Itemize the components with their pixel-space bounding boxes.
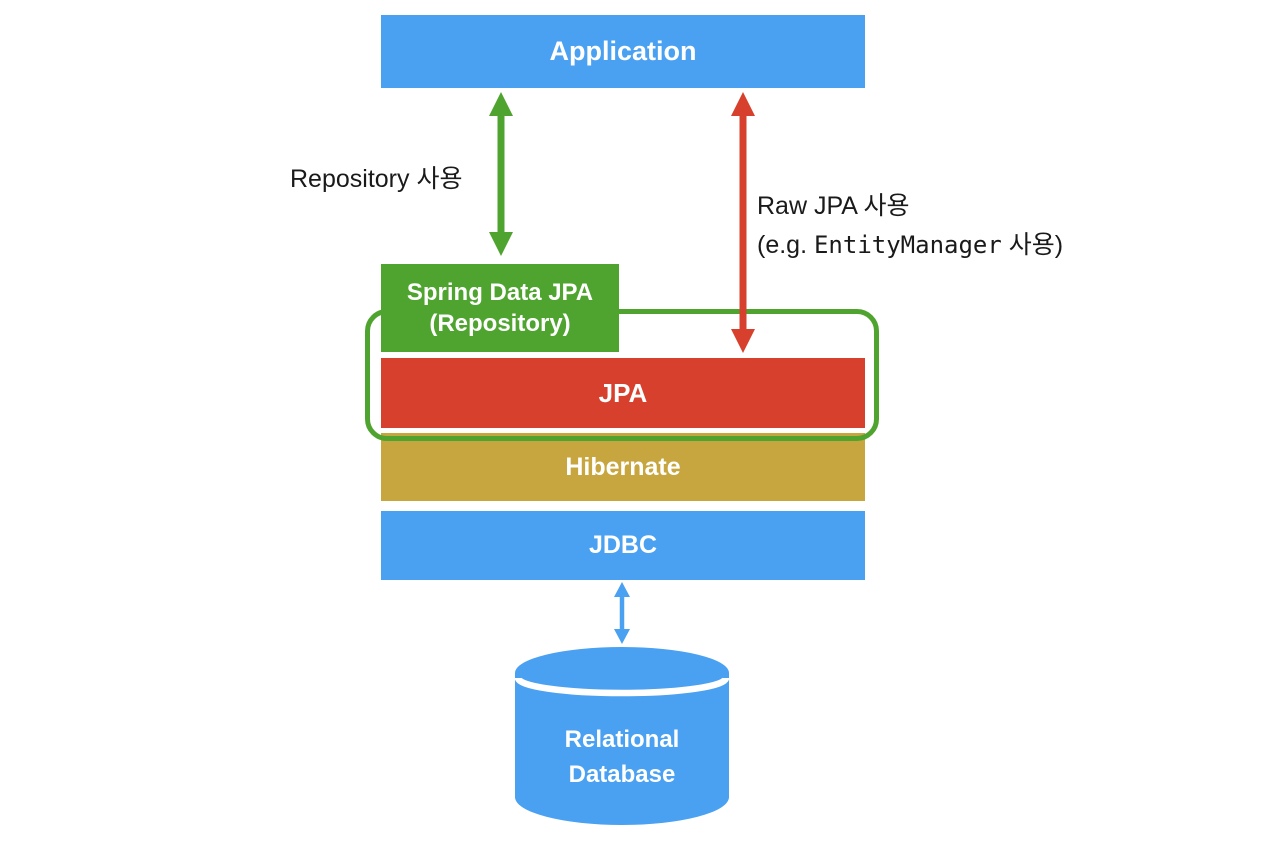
jdbc-box: JDBC	[381, 511, 865, 580]
entity-manager-code: EntityManager	[813, 231, 1002, 259]
jdbc-label: JDBC	[588, 531, 658, 559]
jdbc-database-double-arrow-icon	[614, 582, 630, 644]
jpa-box: JPA	[381, 358, 865, 428]
spring-data-jpa-label-line2: (Repository)	[429, 310, 571, 337]
jpa-label: JPA	[598, 377, 648, 408]
raw-jpa-usage-line2-suffix: 사용)	[1001, 231, 1064, 259]
raw-jpa-usage-line1: Raw JPA 사용	[757, 192, 910, 220]
raw-jpa-usage-line2-prefix: (e.g.	[757, 231, 814, 259]
spring-data-jpa-label-line1: Spring Data JPA	[406, 279, 594, 306]
raw-jpa-usage-label: Raw JPA 사용 (e.g. EntityManager 사용)	[757, 187, 1063, 265]
database-label: Relational Database	[515, 722, 729, 792]
raw-jpa-usage-double-arrow-icon	[731, 92, 755, 353]
hibernate-box: Hibernate	[381, 433, 865, 501]
repository-usage-double-arrow-icon	[489, 92, 513, 256]
application-box: Application	[381, 15, 865, 88]
hibernate-label: Hibernate	[565, 452, 681, 481]
database-cylinder-icon	[515, 647, 729, 825]
spring-data-jpa-box: Spring Data JPA (Repository)	[381, 264, 619, 352]
database-label-line2: Database	[568, 761, 676, 788]
repository-usage-label: Repository 사용	[290, 165, 463, 193]
jpa-group-outline	[365, 309, 879, 441]
database-label-line1: Relational	[564, 726, 680, 753]
application-label: Application	[549, 36, 697, 66]
raw-jpa-usage-line2: (e.g. EntityManager 사용)	[757, 226, 1063, 265]
